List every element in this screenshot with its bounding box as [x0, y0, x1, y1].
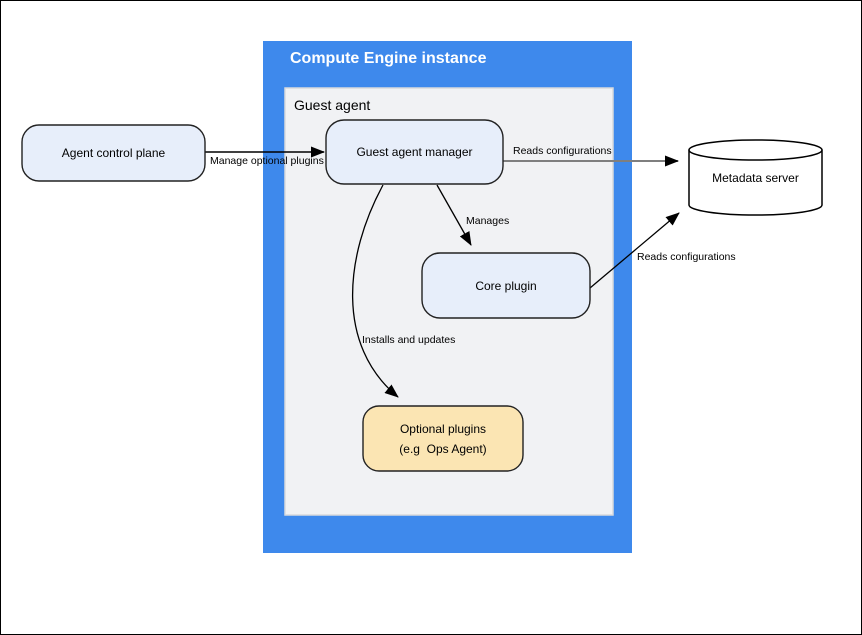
node-label-optional-plugins-line1: Optional plugins	[400, 422, 486, 436]
metadata-server-cylinder-body	[688, 150, 823, 216]
metadata-server-cylinder-top	[688, 139, 823, 161]
node-label-metadata-server: Metadata server	[712, 171, 799, 185]
edge-installs-and-updates	[351, 184, 399, 398]
edge-label-installs-and-updates: Installs and updates	[362, 334, 455, 346]
node-label-core-plugin: Core plugin	[475, 279, 536, 293]
node-metadata-server: Metadata server	[688, 139, 823, 216]
edge-label-manage-optional-plugins: Manage optional plugins	[210, 155, 324, 167]
edge-label-reads-configurations-manager: Reads configurations	[513, 145, 612, 157]
guest-agent-title: Guest agent	[294, 97, 370, 113]
edge-reads-configurations-core	[589, 212, 680, 289]
edge-label-manages: Manages	[466, 215, 509, 227]
node-optional-plugins	[362, 405, 524, 472]
edge-label-reads-configurations-core: Reads configurations	[637, 251, 736, 263]
node-label-agent-control-plane: Agent control plane	[62, 146, 166, 160]
compute-engine-instance-title: Compute Engine instance	[290, 50, 487, 67]
edge-manages	[436, 184, 472, 246]
node-core-plugin	[421, 252, 591, 319]
node-label-optional-plugins-line2: (e.g Ops Agent)	[399, 442, 486, 456]
node-agent-control-plane	[21, 124, 206, 182]
node-guest-agent-manager	[325, 119, 504, 185]
node-label-guest-agent-manager: Guest agent manager	[356, 145, 472, 159]
